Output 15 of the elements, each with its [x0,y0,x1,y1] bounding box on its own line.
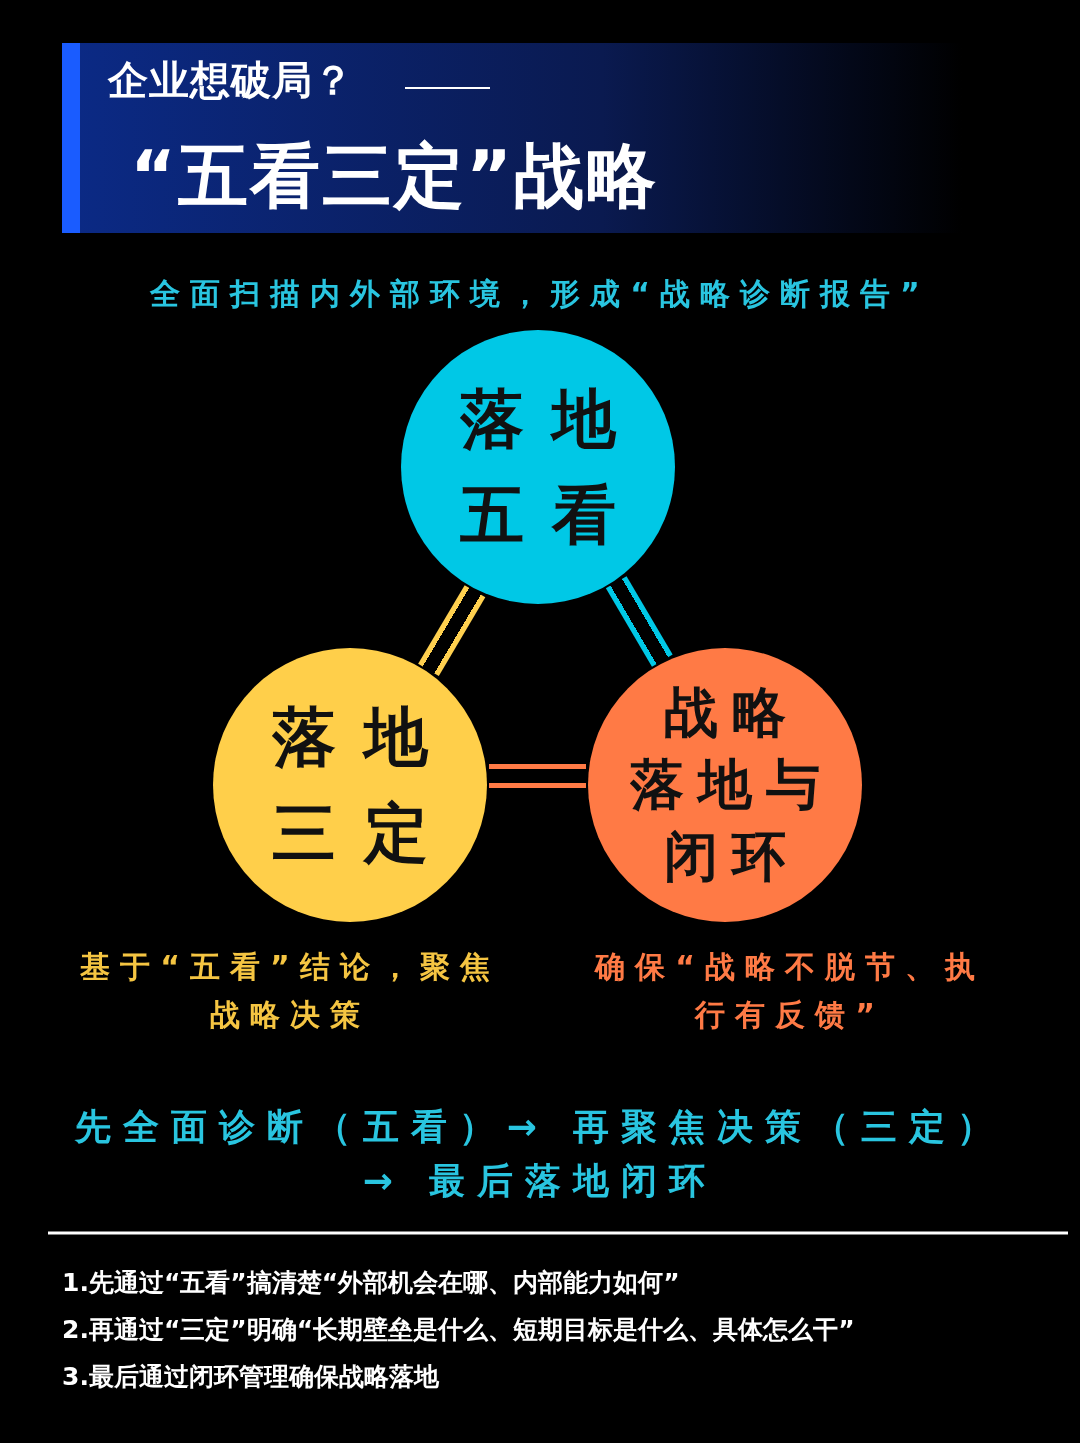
double-connector-line [489,764,586,788]
circle-title: 战略落地与闭环 [629,680,834,890]
circle-title: 落地五看 [459,381,644,554]
main-title: “五看三定”战略 [130,134,658,219]
double-connector-line [605,576,673,667]
caption-text: 基于“五看”结论，聚焦战略决策 [80,948,500,1034]
circle-title: 落地三定 [271,699,456,872]
list-item: 2.再通过“三定”明确“长期壁垒是什么、短期目标是什么、具体怎么干” [62,1314,856,1346]
flow-summary: 先全面诊断（五看）→ 再聚焦决策（三定）→ 最后落地闭环 [73,1105,1007,1203]
list-item: 1.先通过“五看”搞清楚“外部机会在哪、内部能力如何” [62,1267,681,1299]
double-connector-line [418,585,486,677]
subtitle: 企业想破局？ [108,62,355,98]
list-item: 3.最后通过闭环管理确保战略落地 [62,1361,440,1393]
caption-text: 全面扫描内外部环境，形成“战略诊断报告” [149,275,931,313]
caption-text: 确保“战略不脱节、执行有反馈” [593,948,986,1034]
